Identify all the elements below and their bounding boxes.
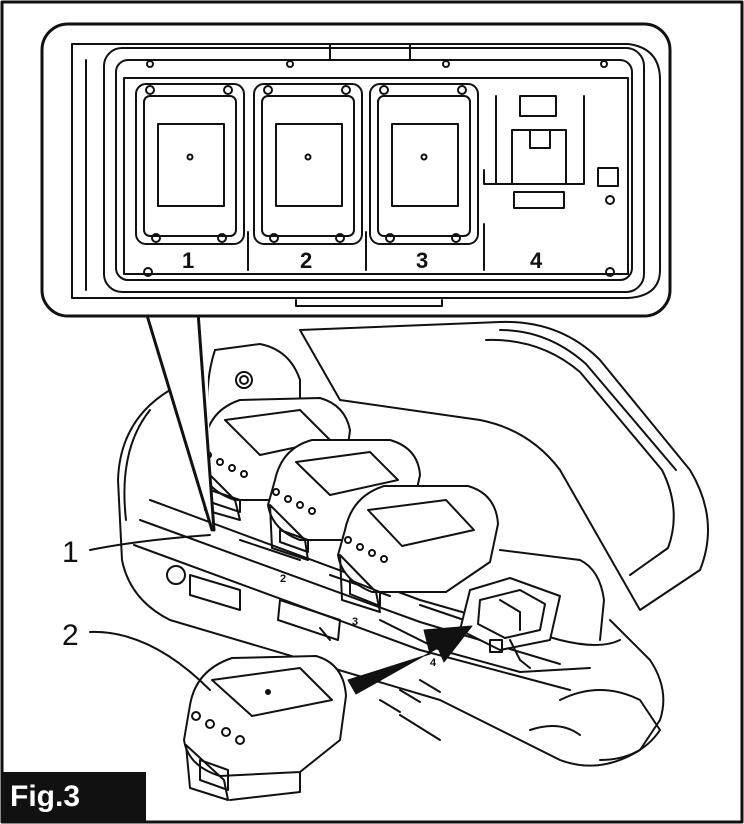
callout-1-label: 1 bbox=[62, 536, 79, 569]
inset-slot-label-2: 2 bbox=[300, 248, 312, 273]
figure-tag: Fig.3 bbox=[2, 772, 146, 822]
battery-slot-4-empty bbox=[459, 577, 561, 669]
inset-battery-2 bbox=[253, 83, 363, 245]
callout-1-leader bbox=[89, 534, 211, 551]
inset-slot-label-4: 4 bbox=[530, 248, 543, 273]
callout-2-label: 2 bbox=[62, 619, 79, 652]
inset-slot-label-3: 3 bbox=[416, 248, 428, 273]
charger-case bbox=[117, 320, 709, 767]
battery-slot-3 bbox=[337, 485, 499, 613]
loose-battery bbox=[183, 655, 347, 801]
inset-battery-3 bbox=[369, 83, 479, 245]
tray-mark-3: 3 bbox=[352, 616, 358, 628]
magnified-inset: 1 2 3 4 bbox=[40, 22, 672, 532]
tray-mark-4: 4 bbox=[430, 657, 437, 669]
inset-slot-label-1: 1 bbox=[182, 248, 194, 273]
inset-battery-1 bbox=[135, 83, 245, 245]
tray-mark-2: 2 bbox=[280, 573, 286, 585]
callout-2-leader bbox=[89, 630, 211, 691]
inset-slot-4-connector bbox=[483, 95, 619, 209]
insertion-arrow bbox=[347, 625, 473, 695]
